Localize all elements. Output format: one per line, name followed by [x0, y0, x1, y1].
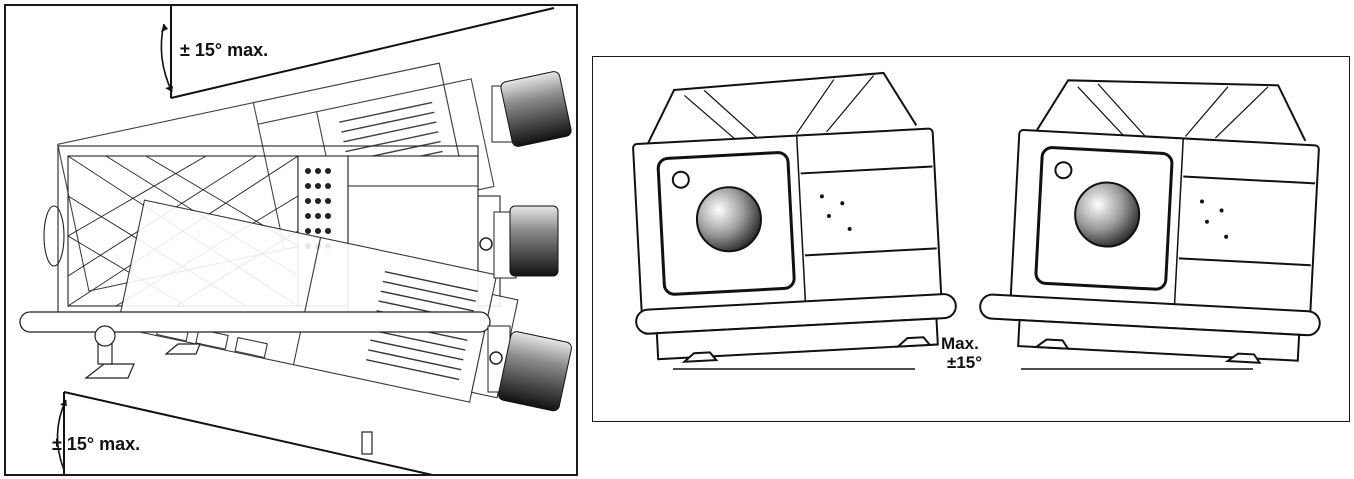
lens-top	[491, 71, 572, 147]
side-view-tilt-diagram: ± 15° max. ± 15° max.	[4, 4, 578, 476]
angle-label-line1: Max.	[941, 334, 979, 353]
projector-front-right	[979, 79, 1321, 364]
lens-bottom	[487, 325, 572, 412]
front-view-tilt-diagram: Max. ±15°	[592, 56, 1350, 422]
side-view-drawing: ± 15° max. ± 15° max.	[19, 6, 572, 474]
top-tilt-indicator	[160, 6, 555, 99]
handle-bar	[19, 311, 491, 333]
lens-middle	[479, 205, 559, 279]
front-view-drawing: Max. ±15°	[632, 71, 1321, 372]
angle-label-line2: ±15°	[947, 353, 982, 372]
adjustable-feet	[84, 325, 373, 455]
projector-front-left	[632, 71, 957, 363]
top-angle-label: ± 15° max.	[180, 40, 268, 60]
bottom-tilt-indicator	[56, 391, 433, 474]
bottom-angle-label: ± 15° max.	[52, 434, 140, 454]
projector-tilted-down	[116, 199, 519, 403]
